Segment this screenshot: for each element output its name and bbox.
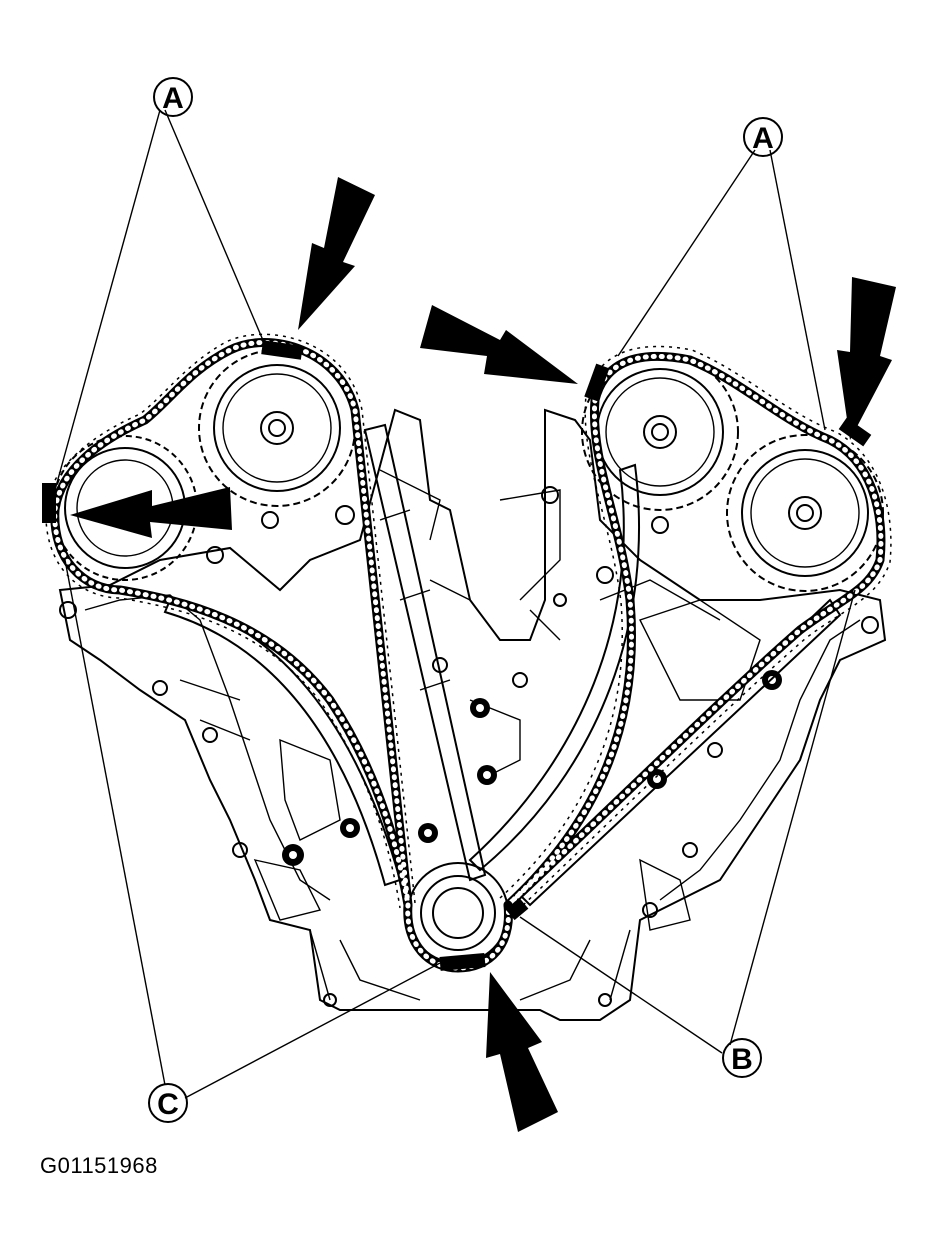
timing-marks	[42, 340, 872, 971]
arrow-left-intake-mark	[298, 177, 375, 330]
chain-guides	[163, 423, 842, 907]
callout-c-label: C	[157, 1088, 179, 1121]
arrow-right-exhaust-mark	[837, 277, 896, 440]
callout-b: B	[722, 1038, 762, 1078]
leader-lines	[54, 109, 856, 1099]
callout-b-label: B	[731, 1043, 753, 1076]
bolt-holes	[59, 486, 879, 1007]
callout-a-right-label: A	[752, 122, 774, 155]
callout-c: C	[148, 1083, 188, 1123]
figure-id: G01151968	[40, 1153, 158, 1178]
arrow-right-intake-mark	[420, 305, 578, 384]
left-timing-chain	[45, 333, 416, 910]
dark-bolts	[282, 670, 782, 866]
arrow-crank-mark	[486, 972, 558, 1132]
callout-a-left-label: A	[162, 82, 184, 115]
callout-a-left: A	[153, 77, 193, 117]
arrow-left-exhaust-mark	[70, 487, 232, 538]
right-timing-chain	[499, 345, 892, 913]
right-exhaust-cam-sprocket	[726, 434, 884, 592]
arrows	[70, 177, 896, 1132]
callout-a-right: A	[743, 117, 783, 157]
right-intake-cam-sprocket	[581, 353, 739, 511]
